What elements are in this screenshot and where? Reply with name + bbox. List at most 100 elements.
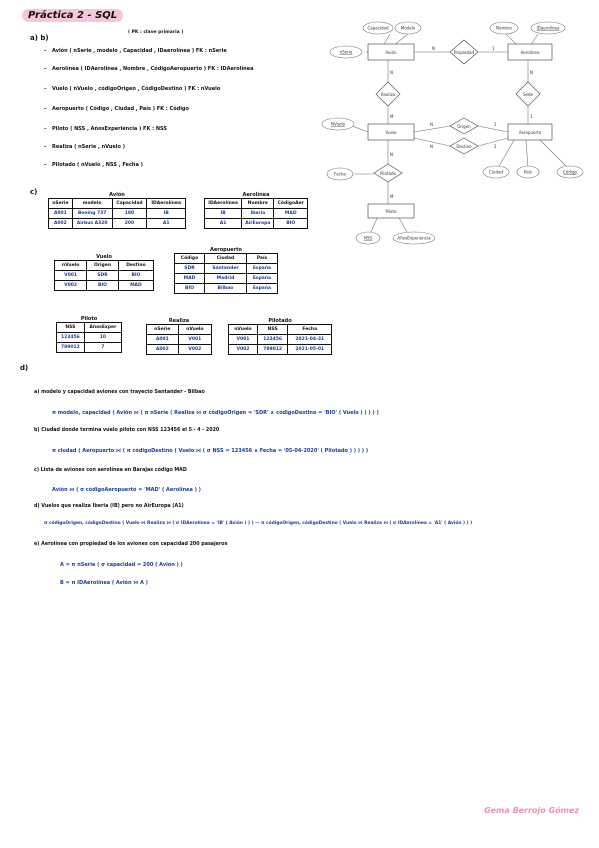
er-cardinality: 1 bbox=[530, 114, 533, 119]
er-entity-label: Avión bbox=[386, 50, 397, 55]
er-attribute-label: Ciudad bbox=[489, 170, 503, 175]
er-relation-sede bbox=[515, 81, 541, 107]
question-a: a) modelo y capacidad aviones con trayec… bbox=[34, 390, 205, 395]
question-e: e) Aerolínea con propiedad de los avione… bbox=[34, 542, 228, 547]
er-entity-aeropuerto bbox=[507, 123, 553, 141]
er-relation-label: Destino bbox=[456, 144, 472, 149]
er-attribute-label: Modelo bbox=[401, 26, 416, 31]
answer-c: Avión ⋈ ( σ códigoAeropuerto = 'MAD' ( A… bbox=[52, 487, 201, 493]
answer-b: π ciudad ( Aeropuerto ⋈ ( π códigoDestin… bbox=[52, 448, 369, 454]
er-diagram: Avión Aerolínea Vuelo Aeropuerto Piloto … bbox=[321, 21, 584, 245]
er-cardinality: N bbox=[430, 144, 433, 149]
er-attribute-label: nSerie bbox=[340, 50, 353, 55]
answer-d: π códigoOrigen, códigoDestino ( Vuelo ⋈ … bbox=[44, 521, 473, 526]
answer-a: π modelo, capacidad ( Avión ⋈ ( π nSerie… bbox=[52, 410, 379, 416]
er-entity-piloto bbox=[367, 203, 415, 219]
er-relation-realiza bbox=[375, 81, 401, 107]
er-cardinality: N bbox=[432, 46, 435, 51]
er-relation-label: Pilotado bbox=[380, 171, 397, 176]
er-cardinality: N bbox=[430, 122, 433, 127]
schema-line: –Piloto ( NSS , AñosExperiencia ) FK : N… bbox=[44, 126, 167, 132]
er-attribute-label: Capacidad bbox=[367, 26, 389, 31]
table-title: Vuelo bbox=[96, 254, 112, 260]
er-relation-pilotado bbox=[373, 163, 403, 183]
er-cardinality: N bbox=[390, 152, 393, 157]
section-ab-label: a) b) bbox=[30, 34, 49, 42]
er-relation-label: Origen bbox=[457, 124, 471, 129]
er-attribute-label: IDaerolínea bbox=[537, 26, 560, 31]
er-relation-label: Propiedad bbox=[454, 50, 474, 55]
er-attribute-label: País bbox=[524, 170, 532, 175]
er-cardinality: N bbox=[530, 70, 533, 75]
schema-line: –Vuelo ( nVuelo , códigoOrigen , CódigoD… bbox=[44, 86, 221, 92]
er-entity-avion bbox=[367, 43, 415, 61]
er-relation-propiedad bbox=[449, 39, 479, 65]
er-attribute-label: AñosExperiencia bbox=[397, 236, 431, 241]
section-d-label: d) bbox=[20, 364, 29, 372]
er-relation-label: Realiza bbox=[381, 92, 396, 97]
er-attribute-label: Fecha bbox=[334, 172, 346, 177]
er-attribute-label: NVuelo bbox=[331, 122, 346, 127]
er-relation-label: Sede bbox=[523, 92, 534, 97]
table-title: Avión bbox=[109, 192, 125, 198]
schema-line: –Aerolínea ( IDAerolínea , Nombre , Códi… bbox=[44, 66, 254, 72]
er-entity-label: Aeropuerto bbox=[519, 130, 542, 135]
er-cardinality: N bbox=[390, 70, 393, 75]
section-c-label: c) bbox=[30, 188, 38, 196]
er-cardinality: 1 bbox=[494, 144, 497, 149]
page-subtitle: ( PK : clave primaria ) bbox=[128, 30, 184, 35]
schema-line: –Aeropuerto ( Código , Ciudad , País ) F… bbox=[44, 106, 189, 112]
er-entity-label: Aerolínea bbox=[521, 50, 540, 55]
question-b: b) Ciudad donde termina vuelo piloto con… bbox=[34, 428, 220, 433]
page-title: Práctica 2 - SQL bbox=[22, 9, 124, 22]
question-c: c) Lista de aviones con aerolínea en Bar… bbox=[34, 468, 187, 473]
schema-line: –Avión ( nSerie , modelo , Capacidad , I… bbox=[44, 48, 227, 54]
answer-e-a: A = π nSerie ( σ capacidad = 200 ( Avión… bbox=[60, 562, 183, 568]
schema-line: –Realiza ( nSerie , nVuelo ) bbox=[44, 144, 125, 150]
er-cardinality: M bbox=[390, 194, 394, 199]
table-title: Aerolínea bbox=[242, 192, 270, 198]
er-entity-label: Piloto bbox=[385, 209, 397, 214]
answer-e-b: B = π IDAerolínea ( Avión ⋈ A ) bbox=[60, 580, 148, 586]
signature: Gema Berrojo Gómez bbox=[484, 806, 579, 815]
table-title: Pilotado bbox=[268, 318, 292, 324]
er-cardinality: 1 bbox=[492, 46, 495, 51]
er-cardinality: M bbox=[390, 114, 394, 119]
er-entity-vuelo bbox=[367, 123, 415, 141]
table-title: Realiza bbox=[168, 318, 190, 324]
er-relation-origen bbox=[449, 117, 479, 135]
er-entity-label: Vuelo bbox=[385, 130, 397, 135]
question-d: d) Vuelos que realiza Iberia (IB) pero n… bbox=[34, 504, 184, 509]
er-relation-destino bbox=[449, 137, 479, 155]
table-title: Piloto bbox=[80, 316, 98, 322]
er-attribute-label: NSS bbox=[364, 236, 373, 241]
